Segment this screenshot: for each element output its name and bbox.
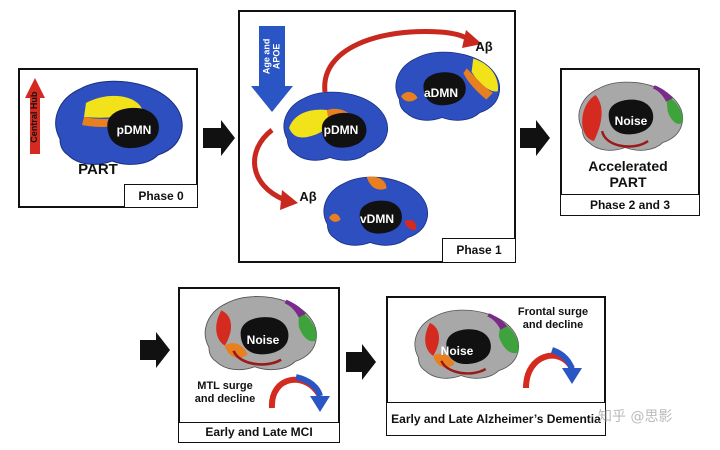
phase1-admn-label: aDMN — [423, 86, 458, 100]
mci-brain — [204, 296, 317, 371]
abeta-bottom-label: Aβ — [299, 189, 317, 204]
phase1-center-brain — [283, 91, 389, 161]
phase1-vdmn-label: vDMN — [359, 212, 394, 226]
phase0-pdmn-label: pDMN — [116, 123, 152, 137]
phase23-noise-label: Noise — [614, 114, 648, 128]
abeta-bottom-arrow — [252, 128, 286, 203]
phase23-brain — [578, 81, 684, 151]
phase0-caption: Phase 0 — [124, 184, 198, 208]
age-apoe-arrow — [251, 26, 293, 112]
abeta-top-arrow — [322, 29, 472, 93]
mci-surge-label: MTL surge and decline — [194, 380, 256, 405]
abeta-top-label: Aβ — [475, 39, 493, 54]
phase1-pdmn-label: pDMN — [323, 123, 359, 137]
mci-caption: Early and Late MCI — [178, 422, 340, 443]
phase23-caption: Phase 2 and 3 — [560, 194, 700, 216]
dementia-surge-label: Frontal surge and decline — [517, 306, 589, 331]
accelerated-part-label: Accelerated PART — [588, 158, 668, 191]
phase1-caption: Phase 1 — [442, 238, 516, 263]
phase1-adnm-brain — [395, 51, 501, 121]
phase0-brain — [55, 80, 183, 165]
phase1-vdmn-brain — [323, 176, 429, 246]
dementia-caption: Early and Late Alzheimer’s Dementia — [386, 402, 606, 436]
watermark-text: 知乎 @思影 — [598, 409, 673, 425]
dementia-noise-label: Noise — [440, 344, 474, 358]
part-label: PART — [78, 161, 118, 178]
mci-noise-label: Noise — [246, 333, 280, 347]
dementia-brain — [414, 309, 520, 379]
central-hub-arrow — [25, 78, 45, 154]
